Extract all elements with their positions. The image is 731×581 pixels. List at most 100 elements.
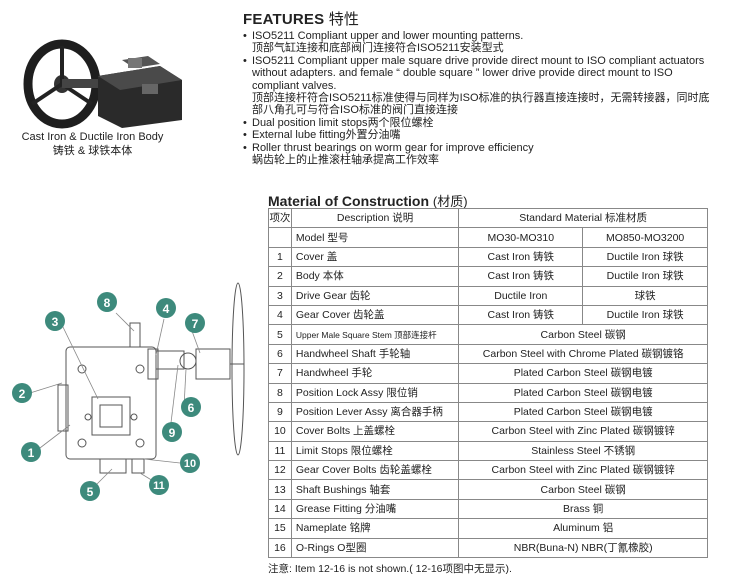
row-number: 7: [268, 363, 292, 384]
model-label: Model 型号: [290, 227, 460, 248]
callout-10: 10: [180, 453, 200, 473]
feature-item: • ISO5211 Compliant upper and lower moun…: [243, 30, 524, 55]
bullet-icon: •: [243, 30, 247, 42]
model-col2: MO850-MO3200: [582, 227, 708, 248]
row-number: 8: [268, 382, 292, 403]
table-header-row: 项次 Description 说明 Standard Material 标准材质: [268, 207, 708, 229]
bullet-icon: •: [243, 129, 247, 142]
svg-text:7: 7: [192, 317, 199, 331]
row-description: Nameplate 铭牌: [290, 518, 460, 539]
callout-9: 9: [162, 422, 182, 442]
row-number: 16: [268, 537, 292, 559]
svg-text:6: 6: [188, 401, 195, 415]
bullet-icon: •: [243, 54, 247, 67]
table-note: 注意: Item 12-16 is not shown.( 12-16项图中无显…: [268, 563, 512, 575]
features-list: • ISO5211 Compliant upper and lower moun…: [243, 30, 713, 166]
row-description: Limit Stops 限位螺栓: [290, 440, 460, 462]
svg-text:8: 8: [104, 296, 111, 310]
shaft-icon: [62, 79, 98, 88]
row-material: NBR(Buna-N) NBR(丁氰橡胶): [458, 537, 708, 559]
product-caption: Cast Iron & Ductile Iron Body 铸铁 & 球铁本体: [21, 131, 164, 157]
row-number: 9: [268, 401, 292, 423]
features-heading: FEATURES 特性: [243, 11, 360, 28]
gearbox-body-outline: [57, 282, 245, 474]
row-description: Position Lever Assy 离合器手柄: [290, 401, 460, 423]
callout-4: 4: [156, 298, 176, 318]
row-material: Carbon Steel 碳钢: [458, 479, 708, 500]
row-material-a: Cast Iron 铸铁: [458, 266, 584, 287]
row-material: Plated Carbon Steel 碳钢电镀: [458, 382, 708, 403]
row-number: 12: [268, 460, 292, 481]
callout-6: 6: [181, 397, 201, 417]
svg-text:11: 11: [153, 480, 165, 492]
callout-8: 8: [97, 292, 117, 312]
row-number: 15: [268, 518, 292, 539]
svg-text:5: 5: [87, 485, 94, 499]
row-description: Handwheel Shaft 手轮轴: [290, 343, 460, 365]
row-description: Body 本体: [290, 266, 460, 287]
row-material: Carbon Steel with Zinc Plated 碳钢镀锌: [458, 460, 708, 481]
row-material: Aluminum 铝: [458, 518, 708, 539]
row-number: 11: [268, 440, 292, 462]
row-material: Brass 铜: [458, 498, 708, 520]
callout-1: 1: [21, 442, 41, 462]
row-material: Plated Carbon Steel 碳钢电镀: [458, 401, 708, 423]
row-description: Handwheel 手轮: [290, 363, 460, 384]
bullet-icon: •: [243, 116, 247, 129]
row-material-a: Cast Iron 铸铁: [458, 246, 584, 268]
row-description: Grease Fitting 分油嘴: [290, 498, 460, 520]
feature-item: • ISO5211 Compliant upper male square dr…: [243, 54, 710, 117]
row-number: 2: [268, 266, 292, 287]
row-description: Cover 盖: [290, 246, 460, 268]
row-material-b: Ductile Iron 球铁: [582, 304, 708, 326]
callout-3: 3: [45, 311, 65, 331]
callout-11: 11: [149, 475, 169, 495]
row-number: 3: [268, 285, 292, 306]
row-material: Carbon Steel with Zinc Plated 碳钢镀锌: [458, 421, 708, 442]
row-number: 1: [268, 246, 292, 268]
row-material: Carbon Steel 碳钢: [458, 324, 708, 345]
svg-text:10: 10: [184, 458, 196, 470]
row-description: Drive Gear 齿轮: [290, 285, 460, 306]
bullet-icon: •: [243, 141, 247, 154]
row-number: 4: [268, 304, 292, 326]
row-description: Shaft Bushings 轴套: [290, 479, 460, 500]
row-material: Stainless Steel 不锈钢: [458, 440, 708, 462]
material-construction-title: Material of Construction (材质): [268, 193, 468, 209]
feature-item: • External lube fitting外置分油嘴: [243, 129, 401, 142]
callout-5: 5: [80, 481, 100, 501]
row-number: 5: [268, 324, 292, 345]
material-table: 项次 Description 说明 Standard Material 标准材质…: [268, 207, 708, 559]
model-col1: MO30-MO310: [458, 227, 584, 248]
row-material-a: Cast Iron 铸铁: [458, 304, 584, 326]
callout-2: 2: [12, 383, 32, 403]
callout-7: 7: [185, 313, 205, 333]
gear-operator-photo: [23, 39, 182, 129]
gearbox-icon: [98, 56, 182, 128]
row-material-b: Ductile Iron 球铁: [582, 246, 708, 268]
row-number: 13: [268, 479, 292, 500]
svg-text:2: 2: [19, 387, 26, 401]
row-description: Position Lock Assy 限位销: [290, 382, 460, 403]
header-description: Description 说明: [290, 207, 460, 229]
row-number: 10: [268, 421, 292, 442]
feature-item: • Roller thrust bearings on worm gear fo…: [243, 141, 534, 167]
row-material-b: 球铁: [582, 285, 708, 306]
header-no: 项次: [268, 207, 292, 229]
row-description: Gear Cover Bolts 齿轮盖螺栓: [290, 460, 460, 481]
row-description: Upper Male Square Stem 顶部连接杆: [290, 324, 460, 345]
svg-text:9: 9: [169, 426, 176, 440]
row-material: Carbon Steel with Chrome Plated 碳钢镀铬: [458, 343, 708, 365]
